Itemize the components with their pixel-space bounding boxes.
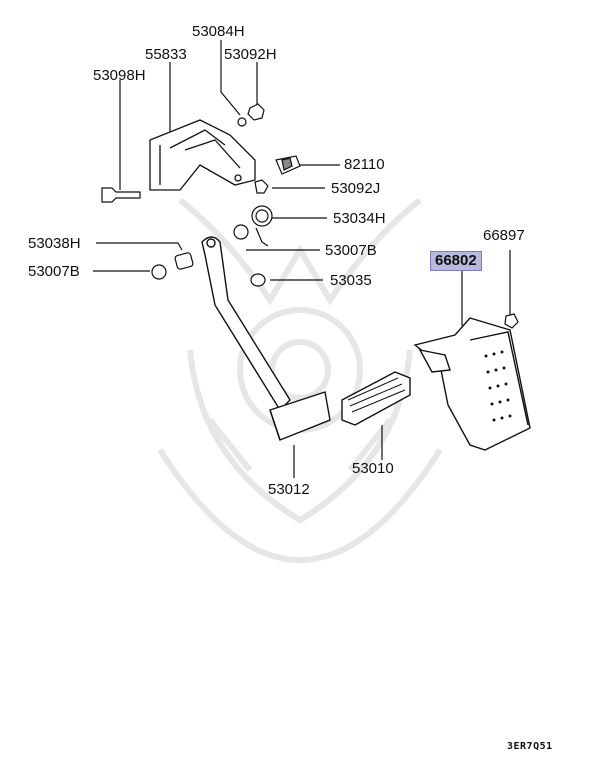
accelerator-pedal bbox=[413, 317, 531, 451]
accelerator-clip bbox=[504, 313, 519, 329]
brake-pedal-pad bbox=[341, 371, 411, 426]
part-label-53034h[interactable]: 53034H bbox=[333, 210, 386, 227]
part-label-55833[interactable]: 55833 bbox=[145, 46, 187, 63]
part-label-53098h[interactable]: 53098H bbox=[93, 67, 146, 84]
part-label-66897[interactable]: 66897 bbox=[483, 227, 525, 244]
part-label-53084h[interactable]: 53084H bbox=[192, 23, 245, 40]
part-label-53007b-right[interactable]: 53007B bbox=[325, 242, 377, 259]
pedal-bracket bbox=[149, 119, 256, 191]
leader-lines bbox=[93, 40, 511, 478]
part-label-53035[interactable]: 53035 bbox=[330, 272, 372, 289]
part-label-53012[interactable]: 53012 bbox=[268, 481, 310, 498]
part-label-82110[interactable]: 82110 bbox=[344, 156, 385, 173]
part-label-53038h[interactable]: 53038H bbox=[28, 235, 81, 252]
part-label-66802-highlighted[interactable]: 66802 bbox=[430, 251, 482, 271]
clutch-pedal-arm bbox=[201, 236, 331, 441]
return-spring bbox=[251, 205, 273, 247]
part-label-53010[interactable]: 53010 bbox=[352, 460, 394, 477]
part-label-53092j[interactable]: 53092J bbox=[331, 180, 381, 197]
stop-switch bbox=[275, 155, 301, 175]
part-label-53007b-left[interactable]: 53007B bbox=[28, 263, 80, 280]
part-label-53092h[interactable]: 53092H bbox=[224, 46, 277, 63]
fasteners bbox=[101, 103, 269, 203]
diagram-code: 3ER7Q51 bbox=[507, 741, 553, 752]
bushings bbox=[151, 224, 266, 287]
